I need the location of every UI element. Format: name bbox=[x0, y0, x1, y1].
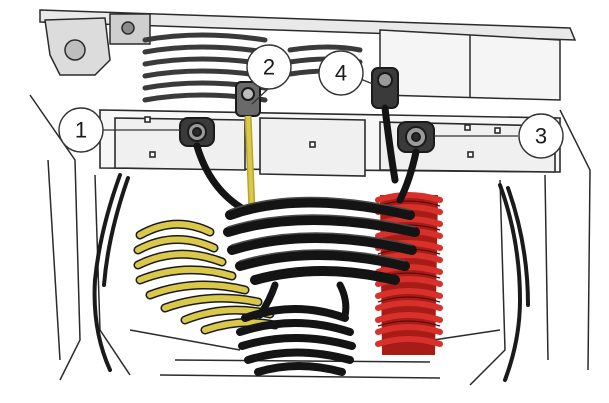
callout-1-label: 1 bbox=[75, 118, 87, 143]
callout-1: 1 bbox=[59, 108, 103, 152]
mounting-plate bbox=[100, 110, 560, 176]
callout-2-label: 2 bbox=[263, 55, 275, 80]
coupling-head-1 bbox=[180, 118, 214, 146]
coupling-head-4 bbox=[372, 68, 398, 108]
coupling-head-3 bbox=[398, 122, 434, 152]
callout-3: 3 bbox=[519, 114, 563, 158]
callout-4: 4 bbox=[319, 51, 363, 95]
callout-4-label: 4 bbox=[335, 61, 347, 86]
callout-2: 2 bbox=[247, 45, 291, 89]
callout-3-label: 3 bbox=[535, 124, 547, 149]
